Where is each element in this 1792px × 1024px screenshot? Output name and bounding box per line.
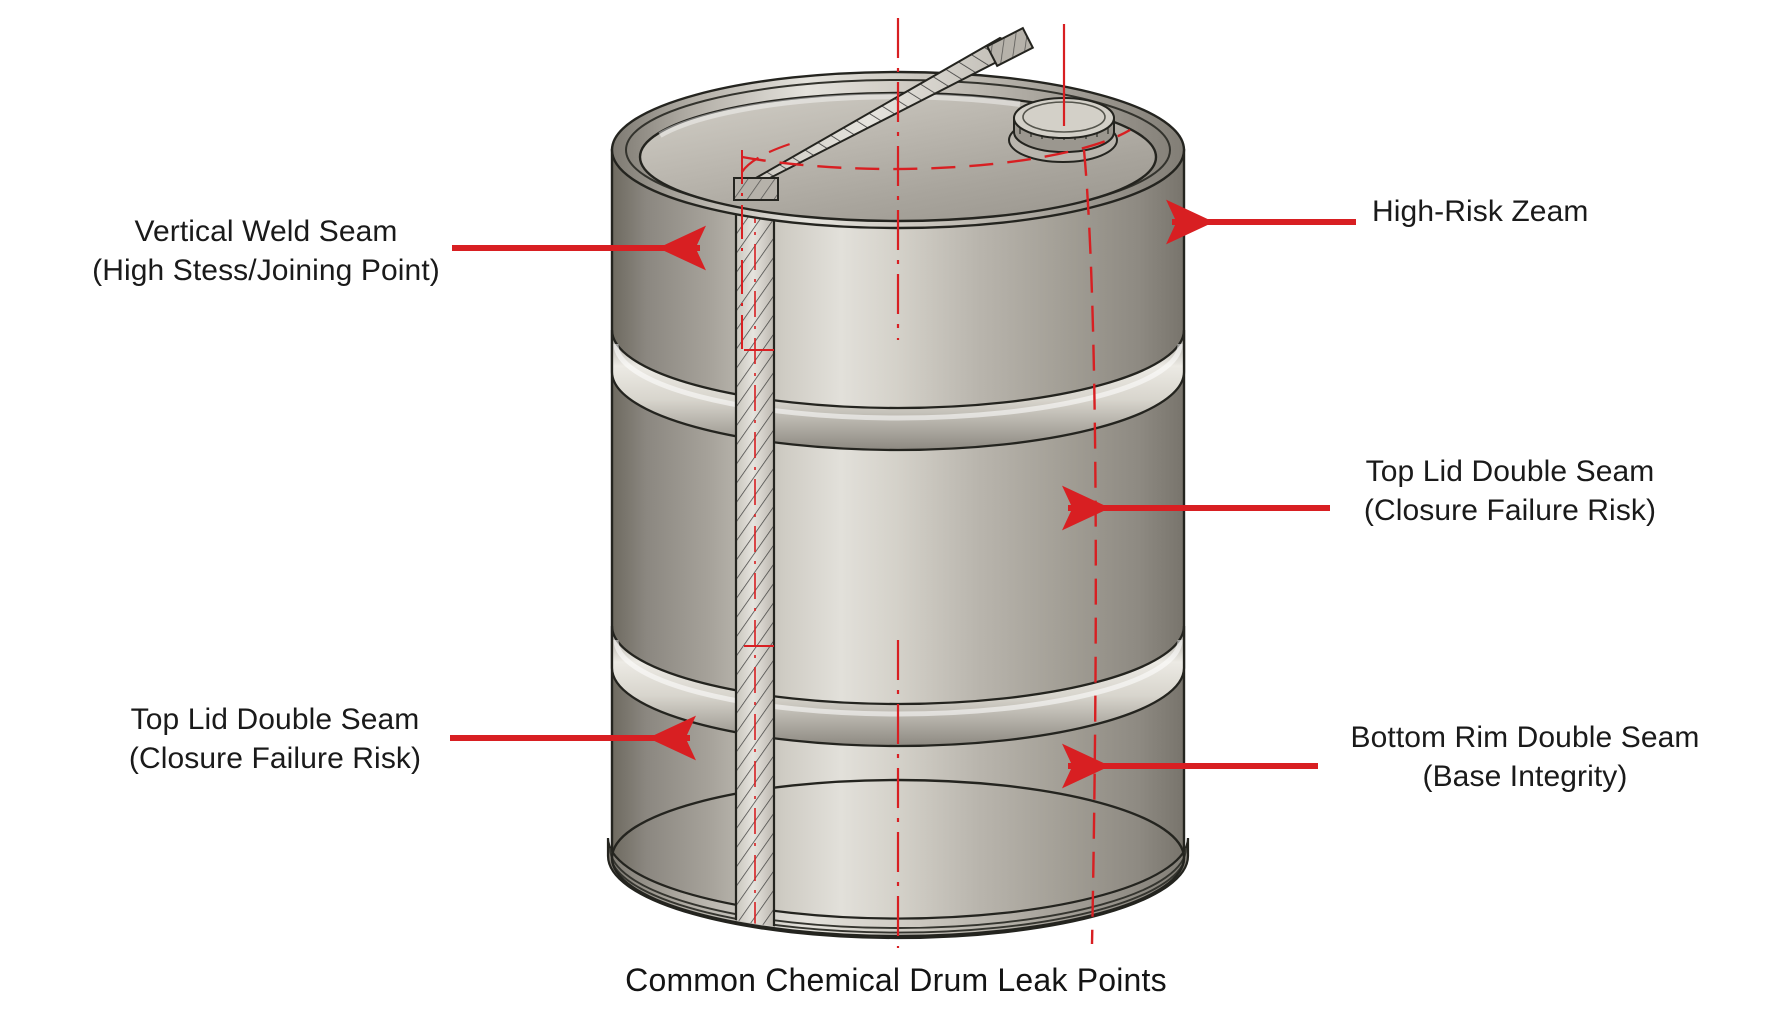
drum-body: [610, 148, 1186, 936]
callout-top-lid-double-seam-right: Top Lid Double Seam (Closure Failure Ris…: [1340, 452, 1680, 530]
callout-title: Top Lid Double Seam: [130, 703, 420, 736]
callout-title: Vertical Weld Seam: [134, 215, 398, 248]
drum-shell: [610, 148, 1186, 936]
callout-high-risk-zeam: High-Risk Zeam: [1372, 192, 1632, 231]
callout-subtitle: (Base Integrity): [1422, 760, 1628, 793]
callout-subtitle: (High Stess/Joining Point): [92, 254, 440, 287]
callout-top-lid-double-seam-left: Top Lid Double Seam (Closure Failure Ris…: [110, 700, 440, 778]
callout-arrows: [450, 199, 1356, 789]
vertical-weld-band: [734, 168, 776, 934]
figure-caption: Common Chemical Drum Leak Points: [625, 962, 1167, 998]
callout-title: High-Risk Zeam: [1372, 195, 1589, 228]
callout-bottom-rim-double-seam: Bottom Rim Double Seam (Base Integrity): [1330, 718, 1720, 796]
weld-tick-marks: [744, 349, 774, 647]
callout-subtitle: (Closure Failure Risk): [128, 742, 422, 775]
callout-subtitle: (Closure Failure Risk): [1363, 494, 1657, 527]
callout-title: Bottom Rim Double Seam: [1350, 721, 1700, 754]
weld-joint-pads: [733, 26, 1035, 201]
callout-title: Top Lid Double Seam: [1365, 455, 1655, 488]
centerlines: [741, 18, 1131, 948]
callout-vertical-weld-seam: Vertical Weld Seam (High Stess/Joining P…: [86, 212, 446, 290]
centerline-head-ellipse: [741, 128, 1131, 171]
